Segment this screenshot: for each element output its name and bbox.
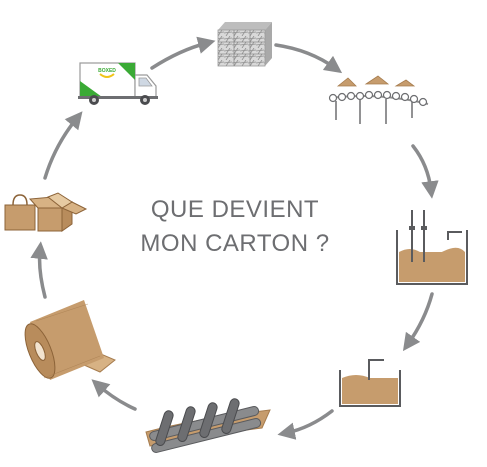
arrow-truck-to-bale (150, 36, 216, 70)
arrow-conveyor-to-pulper (411, 144, 439, 199)
arrow-pulper-to-tank (402, 292, 434, 352)
paper-bale-icon (217, 22, 272, 67)
truck-logo-text: BOXED (98, 68, 116, 74)
diagram-title-line-2: MON CARTON ? (140, 230, 330, 257)
paper-rollers-icon (145, 398, 271, 453)
cardboard-roll-icon (24, 300, 116, 380)
delivery-truck-icon: BOXED (78, 62, 158, 105)
pulper-tank-icon (396, 210, 468, 285)
conveyor-belt-icon (328, 75, 429, 124)
arrow-rollers-to-roll (91, 379, 137, 411)
pulp-tank-icon (339, 359, 401, 407)
diagram-title-line-1: QUE DEVIENT (150, 196, 320, 223)
arrow-bale-to-conveyor (274, 43, 343, 74)
arrow-roll-to-packaging (30, 241, 48, 299)
cycle-arrows (30, 36, 439, 440)
arrow-tank-to-rollers (277, 409, 334, 440)
bag-and-box-icon (4, 192, 88, 232)
arrow-packaging-to-truck (43, 111, 83, 180)
